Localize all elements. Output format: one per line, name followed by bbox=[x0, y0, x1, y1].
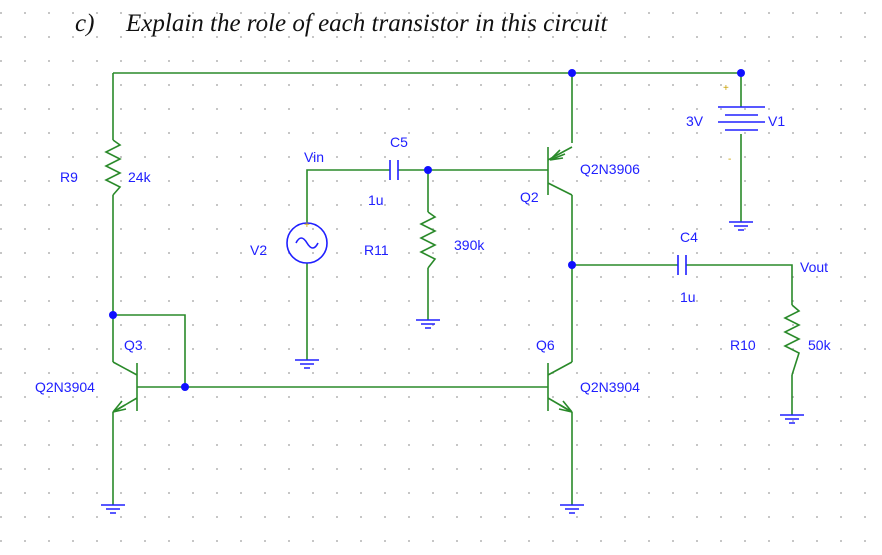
r9-name: R9 bbox=[60, 169, 78, 185]
c5-value: 1u bbox=[368, 192, 384, 208]
ac-source-v2 bbox=[286, 222, 328, 264]
transistor-q3 bbox=[112, 361, 138, 413]
v2-name: V2 bbox=[250, 242, 267, 258]
v1-plus: + bbox=[723, 83, 729, 94]
capacitor-c4 bbox=[677, 255, 687, 275]
r10-value: 50k bbox=[808, 337, 832, 353]
c4-value: 1u bbox=[680, 289, 696, 305]
transistor-q6 bbox=[547, 361, 573, 413]
r11-name: R11 bbox=[364, 242, 389, 258]
q3-name: Q3 bbox=[124, 337, 143, 353]
r10-name: R10 bbox=[730, 337, 756, 353]
c4-name: C4 bbox=[680, 229, 698, 245]
v1-value: 3V bbox=[686, 113, 704, 129]
vin-label: Vin bbox=[304, 149, 324, 165]
q2-name: Q2 bbox=[520, 189, 539, 205]
v1-minus: - bbox=[728, 154, 731, 165]
transistor-q2 bbox=[547, 146, 573, 196]
capacitor-c5 bbox=[389, 160, 399, 180]
resistor-r11 bbox=[419, 211, 437, 269]
q2-model: Q2N3906 bbox=[580, 161, 640, 177]
battery-v1 bbox=[718, 106, 765, 131]
junctions bbox=[109, 69, 745, 391]
v2-plus: + bbox=[304, 220, 310, 231]
q6-name: Q6 bbox=[536, 337, 555, 353]
q6-model: Q2N3904 bbox=[580, 379, 640, 395]
vout-label: Vout bbox=[800, 259, 828, 275]
ground-icons bbox=[101, 221, 804, 514]
question-text: Explain the role of each transistor in t… bbox=[125, 10, 608, 37]
question-label: c) bbox=[75, 10, 94, 37]
resistor-r9 bbox=[104, 139, 122, 196]
c5-name: C5 bbox=[390, 134, 408, 150]
r11-value: 390k bbox=[454, 237, 485, 253]
v1-name: V1 bbox=[768, 113, 785, 129]
resistor-r10 bbox=[783, 304, 801, 376]
r9-value: 24k bbox=[128, 169, 152, 185]
q3-model: Q2N3904 bbox=[35, 379, 95, 395]
